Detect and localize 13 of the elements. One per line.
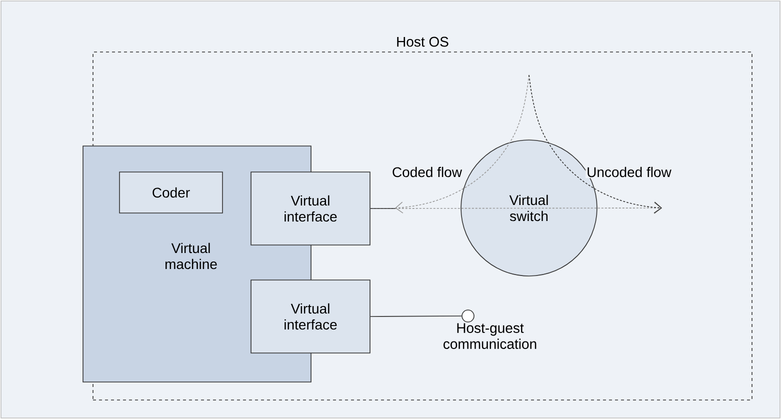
edge-label: Coded flow (390, 166, 464, 178)
interface-box: Virtual interface (250, 172, 370, 246)
flow-arrow (395, 142, 510, 214)
process-box: Coder (119, 172, 223, 214)
node-label: Host OS (397, 36, 448, 47)
edge-label: Uncoded flow (586, 166, 672, 178)
flow-arrow (370, 202, 662, 214)
node-label: Host-guest communication (444, 323, 536, 349)
flow-line (528, 74, 548, 142)
flow-arrow (548, 142, 662, 214)
flow-line (510, 74, 530, 142)
interface-box: Virtual interface (250, 280, 370, 354)
connector-line (370, 316, 462, 317)
